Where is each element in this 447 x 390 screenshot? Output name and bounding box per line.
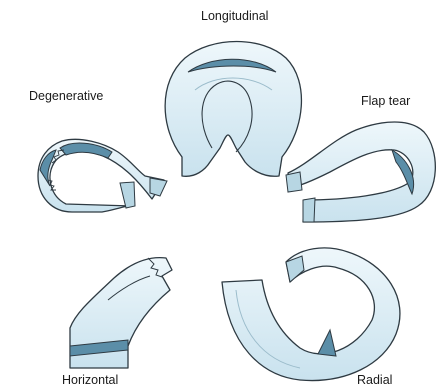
label-flap-tear: Flap tear — [361, 95, 410, 108]
horizontal-meniscus — [70, 258, 172, 368]
radial-meniscus — [222, 248, 400, 381]
label-radial: Radial — [357, 374, 392, 387]
label-degenerative: Degenerative — [29, 90, 103, 103]
flap-tear-meniscus — [286, 122, 435, 222]
degenerative-meniscus — [38, 139, 167, 212]
longitudinal-meniscus — [165, 42, 301, 177]
label-longitudinal: Longitudinal — [201, 10, 268, 23]
radial-tear-notch — [318, 330, 336, 356]
label-horizontal: Horizontal — [62, 374, 118, 387]
radial-meniscus-body — [222, 248, 400, 381]
